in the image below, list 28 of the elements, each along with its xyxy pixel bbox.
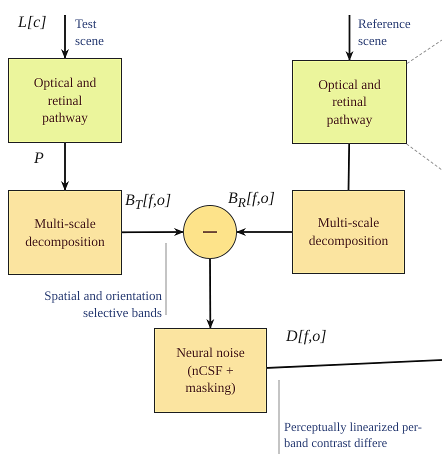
minus-sign: − [202, 214, 218, 250]
connector-line [406, 40, 442, 64]
annotation-text: Test scene [75, 16, 105, 50]
edge-label: D[f,o] [286, 328, 326, 346]
arrow [61, 15, 69, 59]
annotation-text: Perceptually linearized per-band contrast differe [284, 419, 423, 452]
connector-line [266, 359, 442, 369]
box-label: Neural noise (nCSF + masking) [175, 344, 246, 397]
annotation-text: Reference scene [358, 16, 412, 50]
box-label: Optical and retinal pathway [32, 74, 98, 127]
arrow [206, 259, 214, 329]
process-box [8, 58, 122, 143]
subtract-circle [183, 205, 237, 259]
process-box [292, 60, 407, 144]
process-box [8, 190, 122, 275]
box-label: Multi-scale decomposition [25, 214, 105, 250]
connector-line [348, 144, 350, 190]
process-box [154, 328, 267, 413]
arrow [122, 228, 184, 236]
arrow [236, 228, 292, 236]
box-label: Optical and retinal pathway [317, 76, 382, 128]
annotation-text: Spatial and orientation selective bands [43, 288, 162, 322]
arrow [61, 143, 69, 191]
connector-line [406, 144, 442, 170]
edge-label: L[c] [18, 14, 46, 32]
process-box [292, 190, 405, 274]
arrow [346, 15, 354, 61]
box-label: Multi-scale decomposition [308, 214, 388, 250]
